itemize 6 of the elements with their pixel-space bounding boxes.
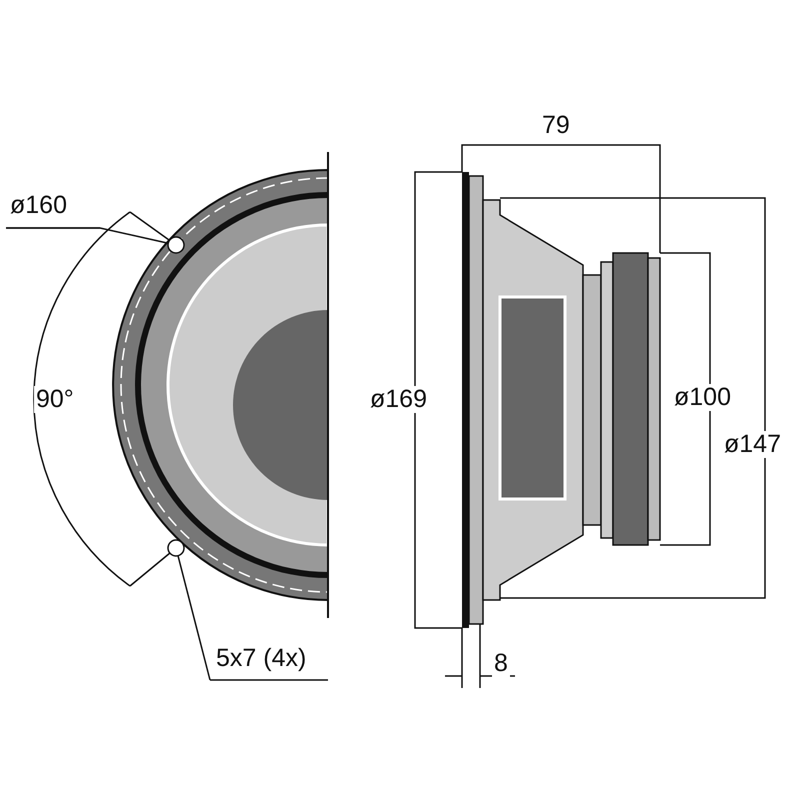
mounting-hole — [167, 236, 185, 254]
dimension-label: ø169 — [368, 386, 429, 413]
dimension-label: ø100 — [672, 384, 733, 411]
leader-line — [177, 556, 211, 680]
mounting-hole — [167, 539, 185, 557]
dimension-label: ø147 — [722, 431, 783, 458]
